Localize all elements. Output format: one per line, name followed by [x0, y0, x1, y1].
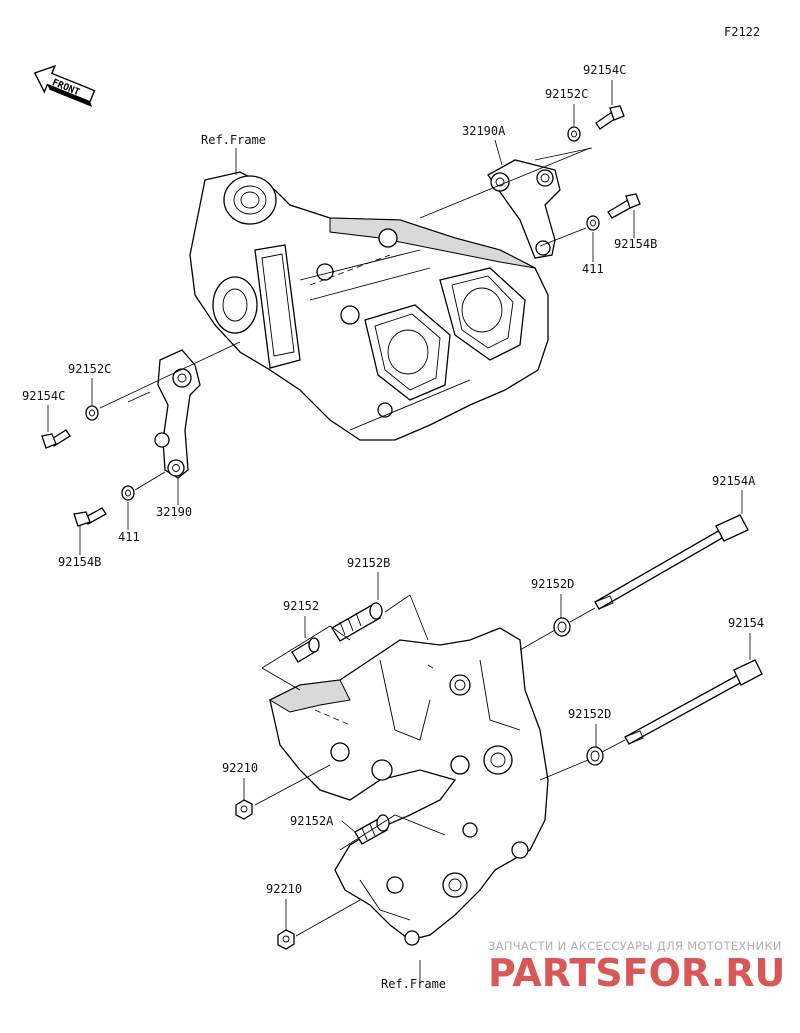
- bolt-92154C-left: [41, 429, 71, 449]
- label-92152D-lower: 92152D: [568, 707, 611, 721]
- label-411-right: 411: [582, 262, 604, 276]
- label-92154B-right: 92154B: [614, 237, 657, 251]
- collar-92152D-lower: [586, 746, 604, 766]
- watermark-logo: PARTSFOR.RU: [488, 951, 785, 995]
- label-92152C-left: 92152C: [68, 362, 111, 376]
- watermark-tagline: ЗАПЧАСТИ И АКСЕССУАРЫ ДЛЯ МОТОТЕХНИКИ: [488, 939, 782, 953]
- diagram-id: F2122: [724, 25, 760, 39]
- label-ref-frame-top: Ref.Frame: [201, 133, 266, 147]
- label-92152: 92152: [283, 599, 319, 613]
- label-92154C-top: 92154C: [583, 63, 626, 77]
- label-92154: 92154: [728, 616, 764, 630]
- label-92210-upper: 92210: [222, 761, 258, 775]
- label-ref-frame-bottom: Ref.Frame: [381, 977, 446, 991]
- bolt-92154B-left: [73, 507, 107, 527]
- collar-92152B: [331, 602, 383, 642]
- collar-92152: [291, 637, 320, 663]
- bolt-92154B-right: [607, 193, 641, 219]
- label-92154B-left: 92154B: [58, 555, 101, 569]
- label-92154A: 92154A: [712, 474, 756, 488]
- label-92152D-upper: 92152D: [531, 577, 574, 591]
- label-92152C-top: 92152C: [545, 87, 588, 101]
- main-frame-lower: [268, 627, 549, 946]
- nut-92210-lower: [277, 929, 295, 950]
- nut-92210-upper: [235, 799, 253, 820]
- washer-92152C-left: [85, 405, 99, 421]
- label-411-left: 411: [118, 530, 140, 544]
- label-92210-lower: 92210: [266, 882, 302, 896]
- washer-411-left: [121, 485, 135, 501]
- washer-411-right: [586, 215, 600, 231]
- label-32190A: 32190A: [462, 124, 506, 138]
- bolt-92154A: [594, 514, 749, 610]
- label-92152B: 92152B: [347, 556, 390, 570]
- washer-92152C-top: [567, 126, 581, 142]
- main-frame-upper: [189, 171, 549, 441]
- bolt-92154: [624, 659, 763, 745]
- bracket-32190A: [487, 159, 561, 259]
- front-arrow-icon: FRONT: [33, 64, 96, 107]
- label-92152A: 92152A: [290, 814, 334, 828]
- collar-92152D-upper: [553, 617, 571, 637]
- bolt-92154C-top: [595, 105, 625, 130]
- bracket-32190: [154, 349, 201, 479]
- label-92154C-left: 92154C: [22, 389, 65, 403]
- label-32190: 32190: [156, 505, 192, 519]
